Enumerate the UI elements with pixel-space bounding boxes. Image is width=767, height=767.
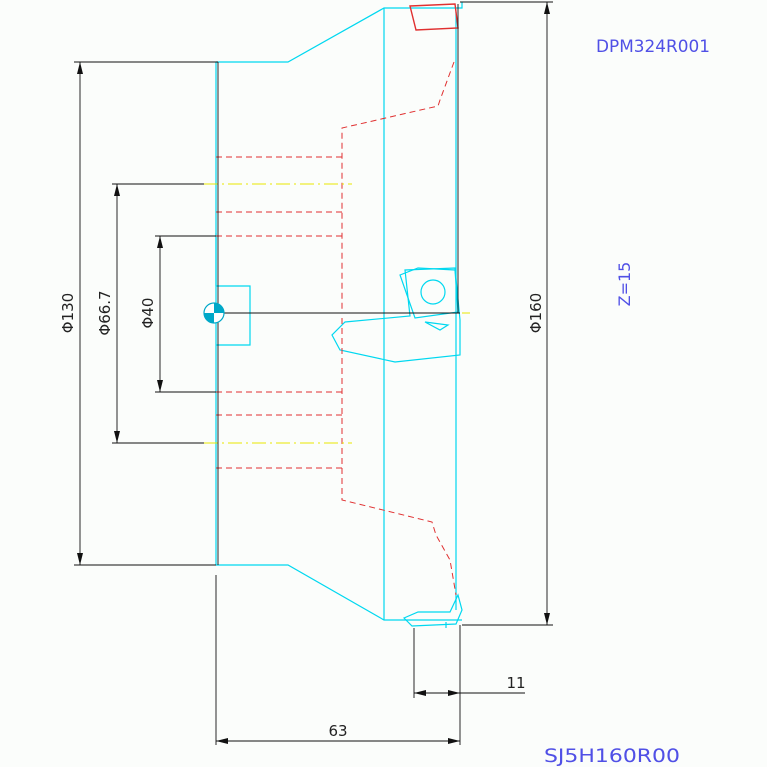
cutter-code-label: SJ5H160R00 — [544, 745, 680, 767]
arrow-40-bottom — [157, 380, 163, 392]
arrow-667-bottom — [114, 431, 120, 443]
teeth-label: Z=15 — [615, 262, 634, 307]
dim-text-160: Φ160 — [527, 293, 545, 333]
dim-text-40: Φ40 — [139, 298, 157, 329]
outline-top — [216, 2, 463, 63]
insert-seat — [399, 267, 459, 319]
arrow-40-top — [157, 236, 163, 248]
dim-text-130: Φ130 — [59, 293, 77, 333]
insert-screw — [420, 279, 446, 305]
dim-text-63: 63 — [328, 722, 347, 740]
outline-bottom — [216, 564, 462, 621]
arrow-160-bottom — [544, 613, 550, 625]
dimension-lines — [74, 1, 553, 745]
arrow-11-left — [414, 690, 426, 696]
dim-text-66-7: Φ66.7 — [96, 290, 114, 335]
cutter-outline — [215, 2, 463, 628]
arrow-63-right — [448, 738, 460, 744]
arrow-130-top — [77, 62, 83, 74]
dim-text-11: 11 — [506, 674, 525, 692]
hidden-lines — [216, 61, 457, 596]
arrow-130-bottom — [77, 553, 83, 565]
bottom-insert — [402, 593, 463, 627]
arrowheads — [77, 2, 550, 744]
key-slot — [216, 285, 251, 346]
center-symbol — [203, 302, 225, 324]
arrow-63-left — [216, 738, 228, 744]
insert-pocket — [331, 267, 461, 363]
chip-pocket-line — [424, 321, 450, 331]
center-lines — [204, 183, 470, 444]
hidden-lower-profile — [341, 318, 457, 596]
arrow-11-right — [448, 690, 460, 696]
arrow-667-top — [114, 184, 120, 196]
hidden-upper-profile — [341, 61, 455, 310]
insert-code-label: DPM324R001 — [596, 37, 710, 57]
arrow-160-top — [544, 2, 550, 14]
